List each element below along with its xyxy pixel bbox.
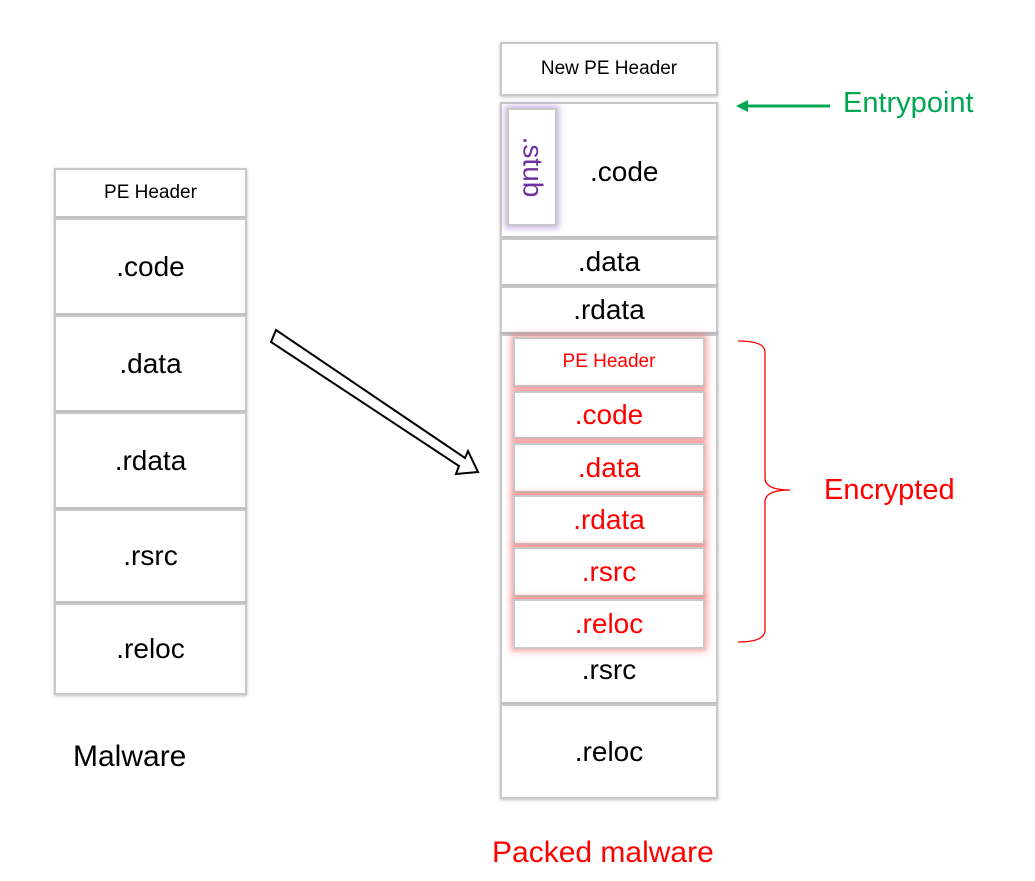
encrypted-section-data: .data — [513, 443, 705, 493]
packed-new-pe-header: New PE Header — [500, 42, 718, 96]
malware-section-data: .data — [54, 315, 247, 412]
encrypted-section-reloc: .reloc — [513, 599, 705, 649]
malware-section-rsrc: .rsrc — [54, 509, 247, 603]
entrypoint-arrow-head — [736, 100, 748, 112]
packed-caption: Packed malware — [492, 836, 714, 869]
encrypted-section-rdata: .rdata — [513, 495, 705, 545]
malware-section-code: .code — [54, 218, 247, 315]
encrypted-pe-header: PE Header — [513, 337, 705, 387]
transform-arrow — [269, 328, 480, 476]
encrypted-brace — [737, 340, 791, 643]
encrypted-label: Encrypted — [824, 474, 955, 506]
packed-section-data: .data — [500, 238, 718, 286]
malware-pe-header: PE Header — [54, 168, 247, 218]
packed-code-label: .code — [590, 156, 659, 187]
packed-section-reloc: .reloc — [500, 704, 718, 799]
encrypted-section-code: .code — [513, 391, 705, 439]
packed-rsrc-label: .rsrc — [581, 654, 637, 685]
stub-box: .stub — [507, 108, 557, 226]
packed-section-rdata: .rdata — [500, 286, 718, 334]
entrypoint-label: Entrypoint — [843, 87, 974, 119]
encrypted-section-rsrc: .rsrc — [513, 547, 705, 597]
malware-caption: Malware — [73, 740, 187, 773]
malware-section-rdata: .rdata — [54, 412, 247, 509]
malware-section-reloc: .reloc — [54, 603, 247, 695]
